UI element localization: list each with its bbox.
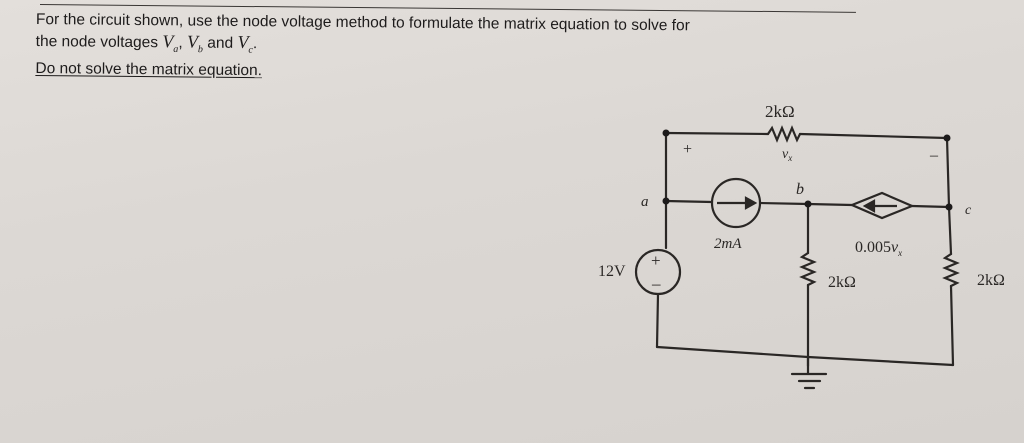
- vx-label: vx: [782, 147, 792, 163]
- node-a-dot: [662, 197, 670, 205]
- resistor-c-label: 2kΩ: [977, 272, 1005, 289]
- node-a-label: a: [641, 194, 649, 210]
- top-resistor-label: 2kΩ: [765, 102, 795, 121]
- node-c-dot: [945, 203, 953, 211]
- node-top-left: [662, 129, 670, 137]
- dependent-source-label: 0.005vx: [855, 239, 902, 258]
- resistor-b-label: 2kΩ: [828, 274, 856, 291]
- voltage-source-label: 12V: [598, 263, 626, 280]
- node-c-label: c: [965, 203, 972, 218]
- node-top-right: [943, 134, 951, 142]
- vx-minus: –: [929, 147, 939, 164]
- resistor-b-zigzag: [799, 251, 817, 287]
- voltage-source-plus: +: [651, 251, 661, 270]
- current-source-label: 2mA: [714, 236, 742, 252]
- dependent-arrow-icon: [862, 199, 876, 213]
- vx-plus: +: [683, 141, 692, 158]
- resistor-c-zigzag: [942, 252, 960, 288]
- node-b-dot: [804, 200, 812, 208]
- current-arrow-icon: [744, 196, 758, 210]
- node-b-label: b: [796, 181, 804, 198]
- top-resistor-zigzag: [766, 125, 802, 143]
- voltage-source-minus: –: [651, 274, 661, 293]
